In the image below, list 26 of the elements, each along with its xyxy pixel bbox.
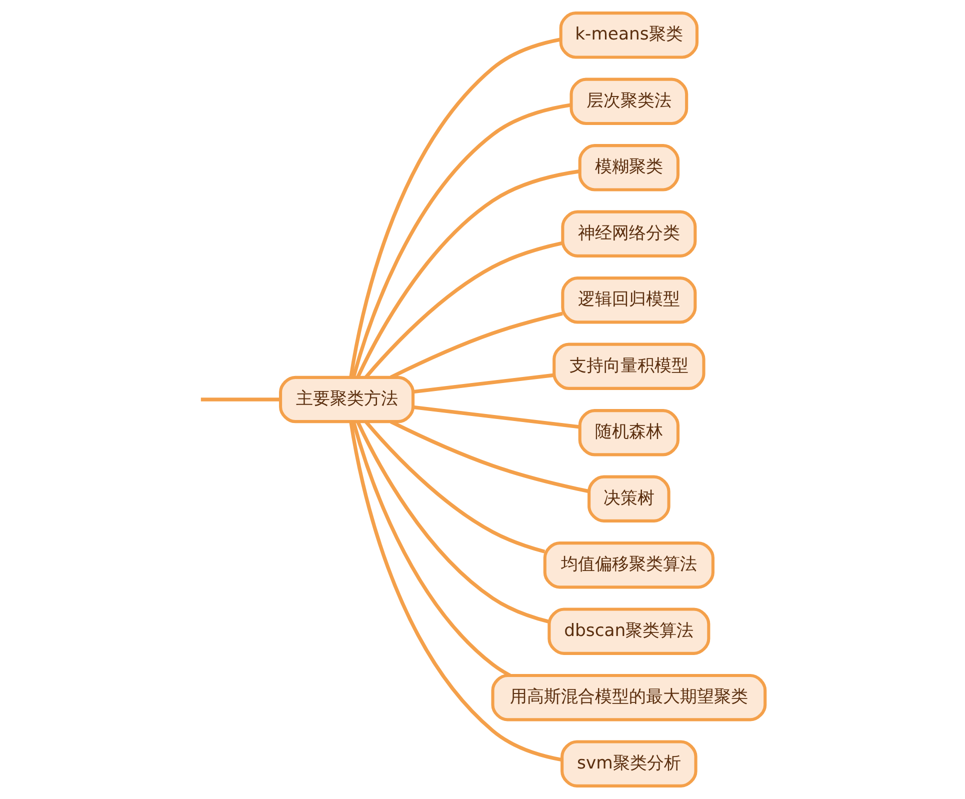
node-box: 模糊聚类: [578, 144, 680, 192]
node-box: 层次聚类法: [570, 78, 688, 126]
node-box: 随机森林: [578, 409, 680, 456]
node-box: svm聚类分析: [560, 740, 698, 788]
connector: [349, 421, 562, 762]
node-box: 用高斯混合模型的最大期望聚类: [491, 674, 767, 722]
node-box: 逻辑回归模型: [561, 276, 697, 324]
connector: [413, 405, 580, 429]
connector: [390, 420, 590, 494]
connector: [390, 312, 563, 379]
node-box: 神经网络分类: [561, 210, 697, 258]
node-box: k-means聚类: [559, 12, 699, 59]
connector: [364, 241, 563, 378]
connector: [200, 398, 280, 402]
connector: [356, 169, 580, 378]
node-box: 均值偏移聚类算法: [543, 542, 714, 589]
node-box: 支持向量积模型: [552, 342, 706, 390]
connector: [352, 421, 511, 677]
connector: [356, 420, 550, 624]
node-box: dbscan聚类算法: [548, 608, 710, 655]
connector: [364, 420, 546, 554]
connector: [352, 103, 572, 378]
node-box: 决策树: [588, 475, 670, 522]
connector: [349, 38, 562, 378]
connector: [413, 373, 554, 394]
node-box: 主要聚类方法: [279, 376, 415, 424]
